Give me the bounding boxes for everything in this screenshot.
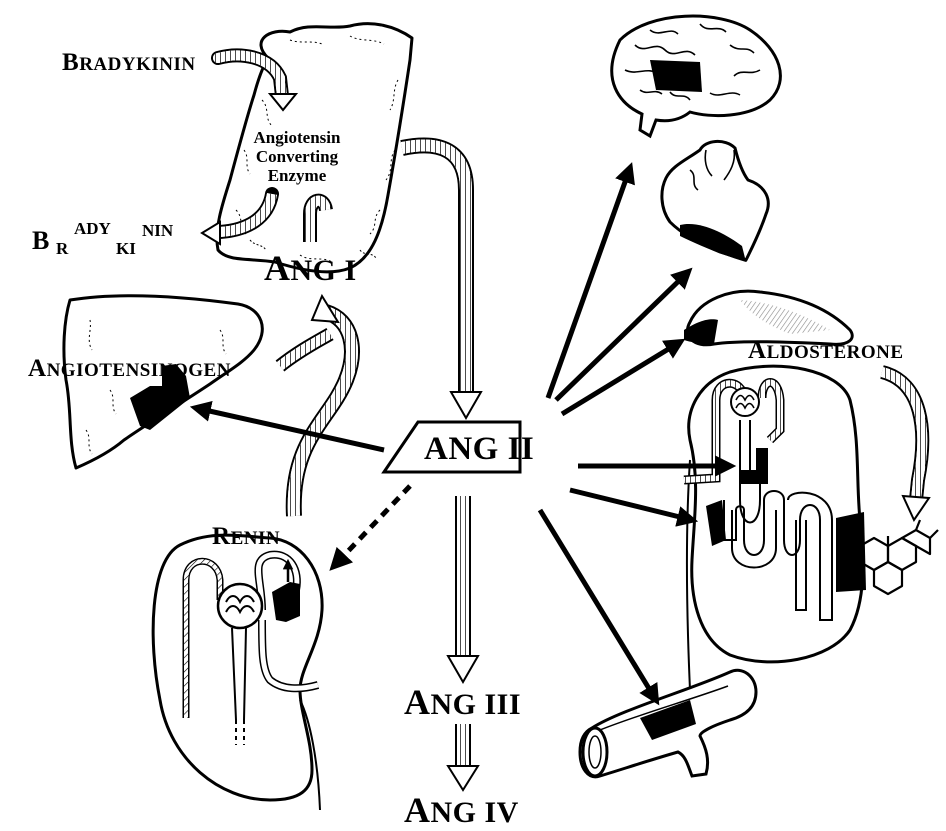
liver-illustration — [64, 296, 262, 468]
left-kidney-illustration — [153, 535, 322, 810]
arrow-to-heart — [556, 272, 688, 400]
steroid-structure — [860, 520, 938, 594]
adrenal-illustration — [684, 291, 852, 345]
arrowhead — [448, 766, 478, 790]
bradykinin-label: BRADYKININ — [62, 50, 196, 75]
arrowhead — [202, 222, 220, 244]
blood-vessel-illustration — [580, 670, 756, 777]
arrow-to-nephron — [570, 490, 692, 520]
bradykinin-degraded-label: B R ADY KI NIN — [32, 226, 192, 266]
arrowhead — [451, 392, 481, 418]
arrowhead — [448, 656, 478, 682]
heart-illustration — [662, 141, 768, 262]
arrow-to-renin-dashed — [334, 486, 410, 566]
brain-illustration — [612, 16, 781, 136]
ang2-label: ANG II — [424, 433, 534, 466]
ang4-label: ANG IV — [404, 792, 519, 828]
aldosterone-label: ALDOSTERONE — [748, 338, 904, 363]
ang1-label: ANG I — [264, 250, 357, 286]
angiotensinogen-label: ANGIOTENSINOGEN — [28, 356, 231, 381]
right-kidney-illustration — [684, 366, 866, 690]
ang3-label: ANG III — [404, 684, 521, 720]
ace-label: Angiotensin Converting Enzyme — [232, 128, 362, 185]
renin-label: RENIN — [212, 524, 280, 549]
arrowhead — [903, 496, 929, 520]
arrow-to-vessel — [540, 510, 656, 700]
brain-receptor-block — [650, 60, 702, 92]
arrow-to-brain — [548, 168, 630, 398]
arrow-to-liver — [196, 408, 384, 450]
collecting-receptor-block — [836, 512, 866, 592]
